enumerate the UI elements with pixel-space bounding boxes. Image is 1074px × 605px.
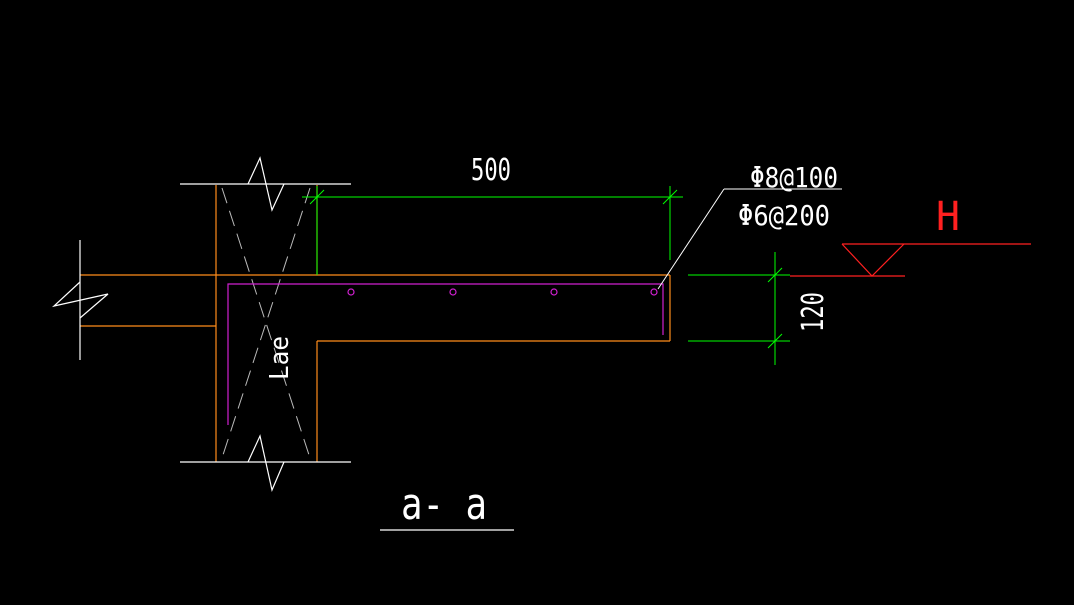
dimension-thickness <box>688 252 790 365</box>
cantilever-slab <box>216 274 671 342</box>
rebar-dot-3 <box>550 288 558 296</box>
dimension-thickness-label: 120 <box>796 292 831 332</box>
level-triangle <box>841 243 905 277</box>
dimension-length <box>302 186 683 275</box>
left-beam-stub <box>80 274 216 327</box>
dim-tick-bottom <box>767 333 783 349</box>
section-label: a- a <box>401 479 487 530</box>
rebar <box>227 283 664 425</box>
level-marker <box>790 243 1031 277</box>
rebar-dot-2 <box>449 288 457 296</box>
left-break-symbol <box>51 281 109 319</box>
column-break-lines <box>180 156 351 492</box>
break-symbol-bottom <box>247 434 285 492</box>
dim-tick-right <box>662 189 678 205</box>
dimension-length-label: 500 <box>471 153 511 188</box>
elevation-label: H <box>936 194 960 240</box>
leader-diagonal <box>657 188 725 290</box>
rebar-label-bottom: Φ6@200 <box>738 199 830 232</box>
left-break <box>51 240 109 360</box>
rebar-dot-4 <box>650 288 658 296</box>
anchorage-label: Lae <box>265 336 295 380</box>
dim-tick-top <box>767 267 783 283</box>
break-symbol-top <box>247 156 285 212</box>
rebar-leader <box>657 188 842 290</box>
rebar-label-top: Φ8@100 <box>750 161 838 194</box>
rebar-dot-1 <box>347 288 355 296</box>
dim-tick-left <box>309 189 325 205</box>
top-rebar-line <box>227 283 664 425</box>
